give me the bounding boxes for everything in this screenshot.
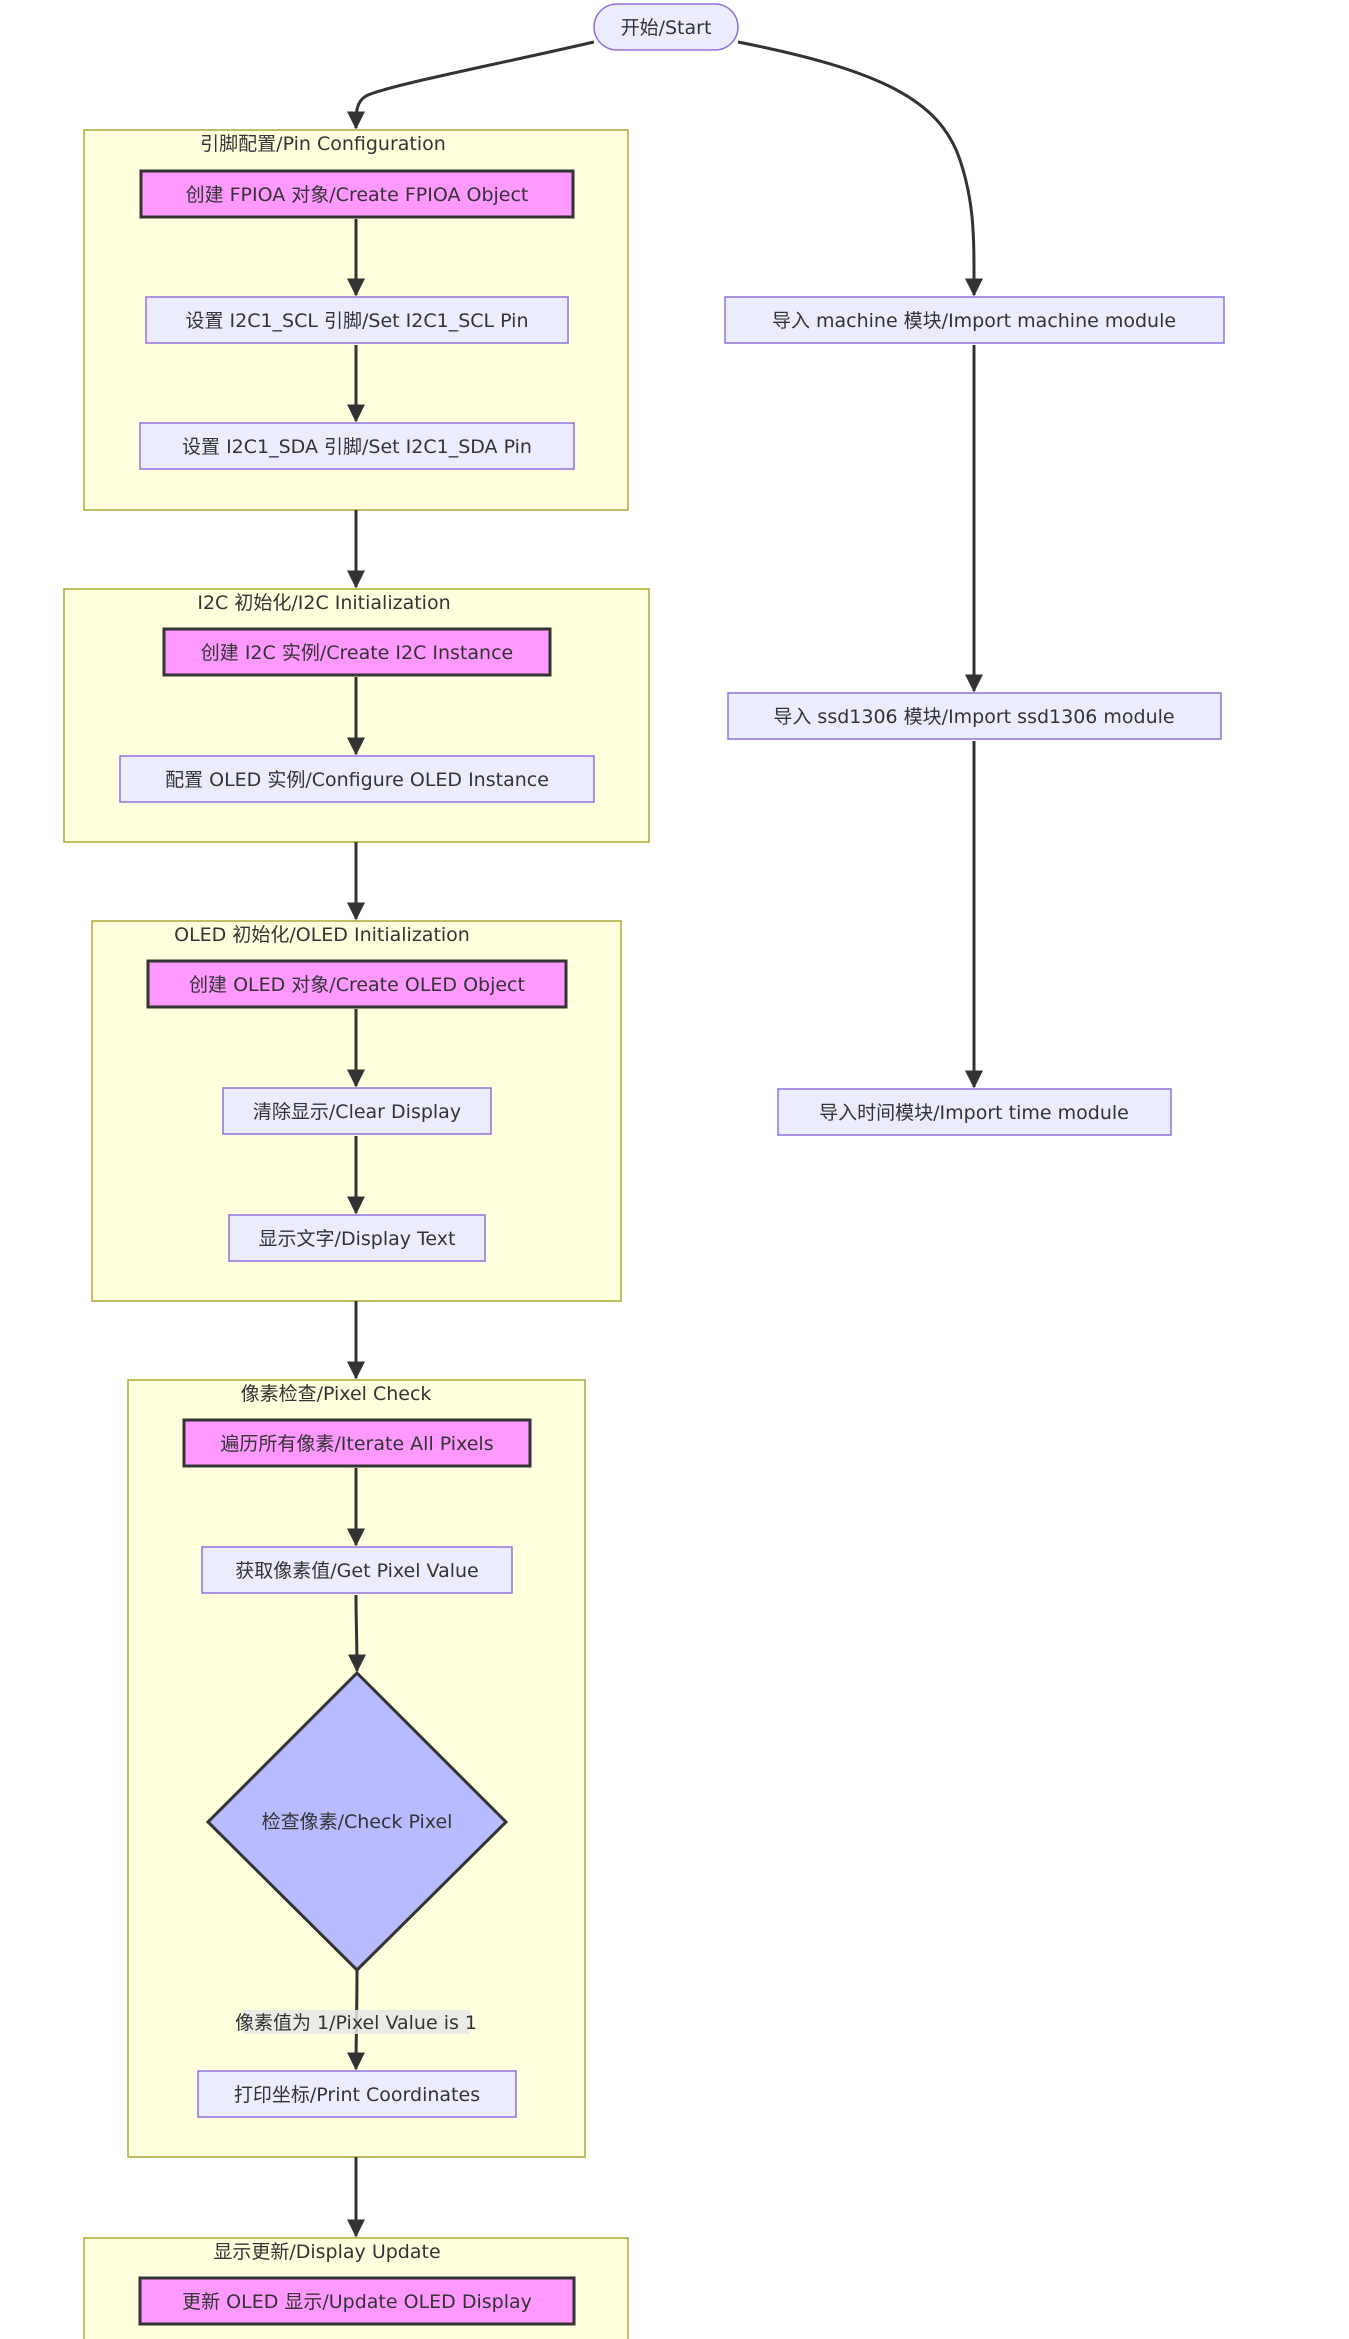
node-label: 创建 FPIOA 对象/Create FPIOA Object <box>186 184 529 206</box>
group-title-oled: OLED 初始化/OLED Initialization <box>174 924 470 946</box>
node-get-pixel[interactable]: 获取像素值/Get Pixel Value <box>201 1546 513 1594</box>
node-clear-display[interactable]: 清除显示/Clear Display <box>222 1087 492 1135</box>
node-import-time[interactable]: 导入时间模块/Import time module <box>777 1088 1172 1136</box>
node-label: 清除显示/Clear Display <box>253 1101 461 1123</box>
node-check-pixel-decision[interactable]: 检查像素/Check Pixel <box>205 1670 509 1973</box>
start-label: 开始/Start <box>621 17 712 39</box>
node-display-text[interactable]: 显示文字/Display Text <box>228 1214 486 1262</box>
node-label: 配置 OLED 实例/Configure OLED Instance <box>165 769 549 791</box>
node-label: 更新 OLED 显示/Update OLED Display <box>182 2291 532 2313</box>
node-label: 获取像素值/Get Pixel Value <box>235 1560 478 1582</box>
node-set-sda[interactable]: 设置 I2C1_SDA 引脚/Set I2C1_SDA Pin <box>139 422 575 470</box>
group-title-pixel: 像素检查/Pixel Check <box>241 1383 432 1405</box>
node-label: 创建 I2C 实例/Create I2C Instance <box>201 642 513 664</box>
node-iterate-pixels[interactable]: 遍历所有像素/Iterate All Pixels <box>182 1418 532 1468</box>
edge-get-to-check <box>347 1594 366 1673</box>
group-title-i2c: I2C 初始化/I2C Initialization <box>197 592 450 614</box>
node-label: 导入 ssd1306 模块/Import ssd1306 module <box>773 706 1174 728</box>
node-label: 设置 I2C1_SDA 引脚/Set I2C1_SDA Pin <box>182 436 532 458</box>
node-label: 显示文字/Display Text <box>259 1228 456 1250</box>
edge-start-to-machine <box>737 40 984 297</box>
node-create-i2c[interactable]: 创建 I2C 实例/Create I2C Instance <box>162 627 552 677</box>
node-config-oled[interactable]: 配置 OLED 实例/Configure OLED Instance <box>119 755 595 803</box>
node-create-fpioa[interactable]: 创建 FPIOA 对象/Create FPIOA Object <box>139 169 575 219</box>
edge-label-text: 像素值为 1/Pixel Value is 1 <box>235 2012 477 2034</box>
node-label: 创建 OLED 对象/Create OLED Object <box>189 974 525 996</box>
node-create-oled[interactable]: 创建 OLED 对象/Create OLED Object <box>146 959 568 1009</box>
group-title-pin: 引脚配置/Pin Configuration <box>200 133 446 155</box>
start-node[interactable]: 开始/Start <box>593 3 739 51</box>
edges <box>347 40 984 2238</box>
group-title-display: 显示更新/Display Update <box>213 2241 440 2263</box>
node-label: 打印坐标/Print Coordinates <box>234 2084 480 2106</box>
node-update-oled[interactable]: 更新 OLED 显示/Update OLED Display <box>138 2276 576 2326</box>
node-label: 检查像素/Check Pixel <box>262 1811 453 1833</box>
node-import-machine[interactable]: 导入 machine 模块/Import machine module <box>724 296 1225 344</box>
node-import-ssd1306[interactable]: 导入 ssd1306 模块/Import ssd1306 module <box>727 692 1222 740</box>
node-label: 导入时间模块/Import time module <box>819 1102 1129 1124</box>
node-label: 设置 I2C1_SCL 引脚/Set I2C1_SCL Pin <box>185 310 528 332</box>
node-label: 导入 machine 模块/Import machine module <box>772 310 1176 332</box>
edge-start-to-fpioa <box>347 40 595 130</box>
node-set-scl[interactable]: 设置 I2C1_SCL 引脚/Set I2C1_SCL Pin <box>145 296 569 344</box>
edge-label-pixel-is-one: 像素值为 1/Pixel Value is 1 <box>235 2010 477 2034</box>
node-print-coords[interactable]: 打印坐标/Print Coordinates <box>197 2070 517 2118</box>
node-label: 遍历所有像素/Iterate All Pixels <box>220 1433 493 1455</box>
